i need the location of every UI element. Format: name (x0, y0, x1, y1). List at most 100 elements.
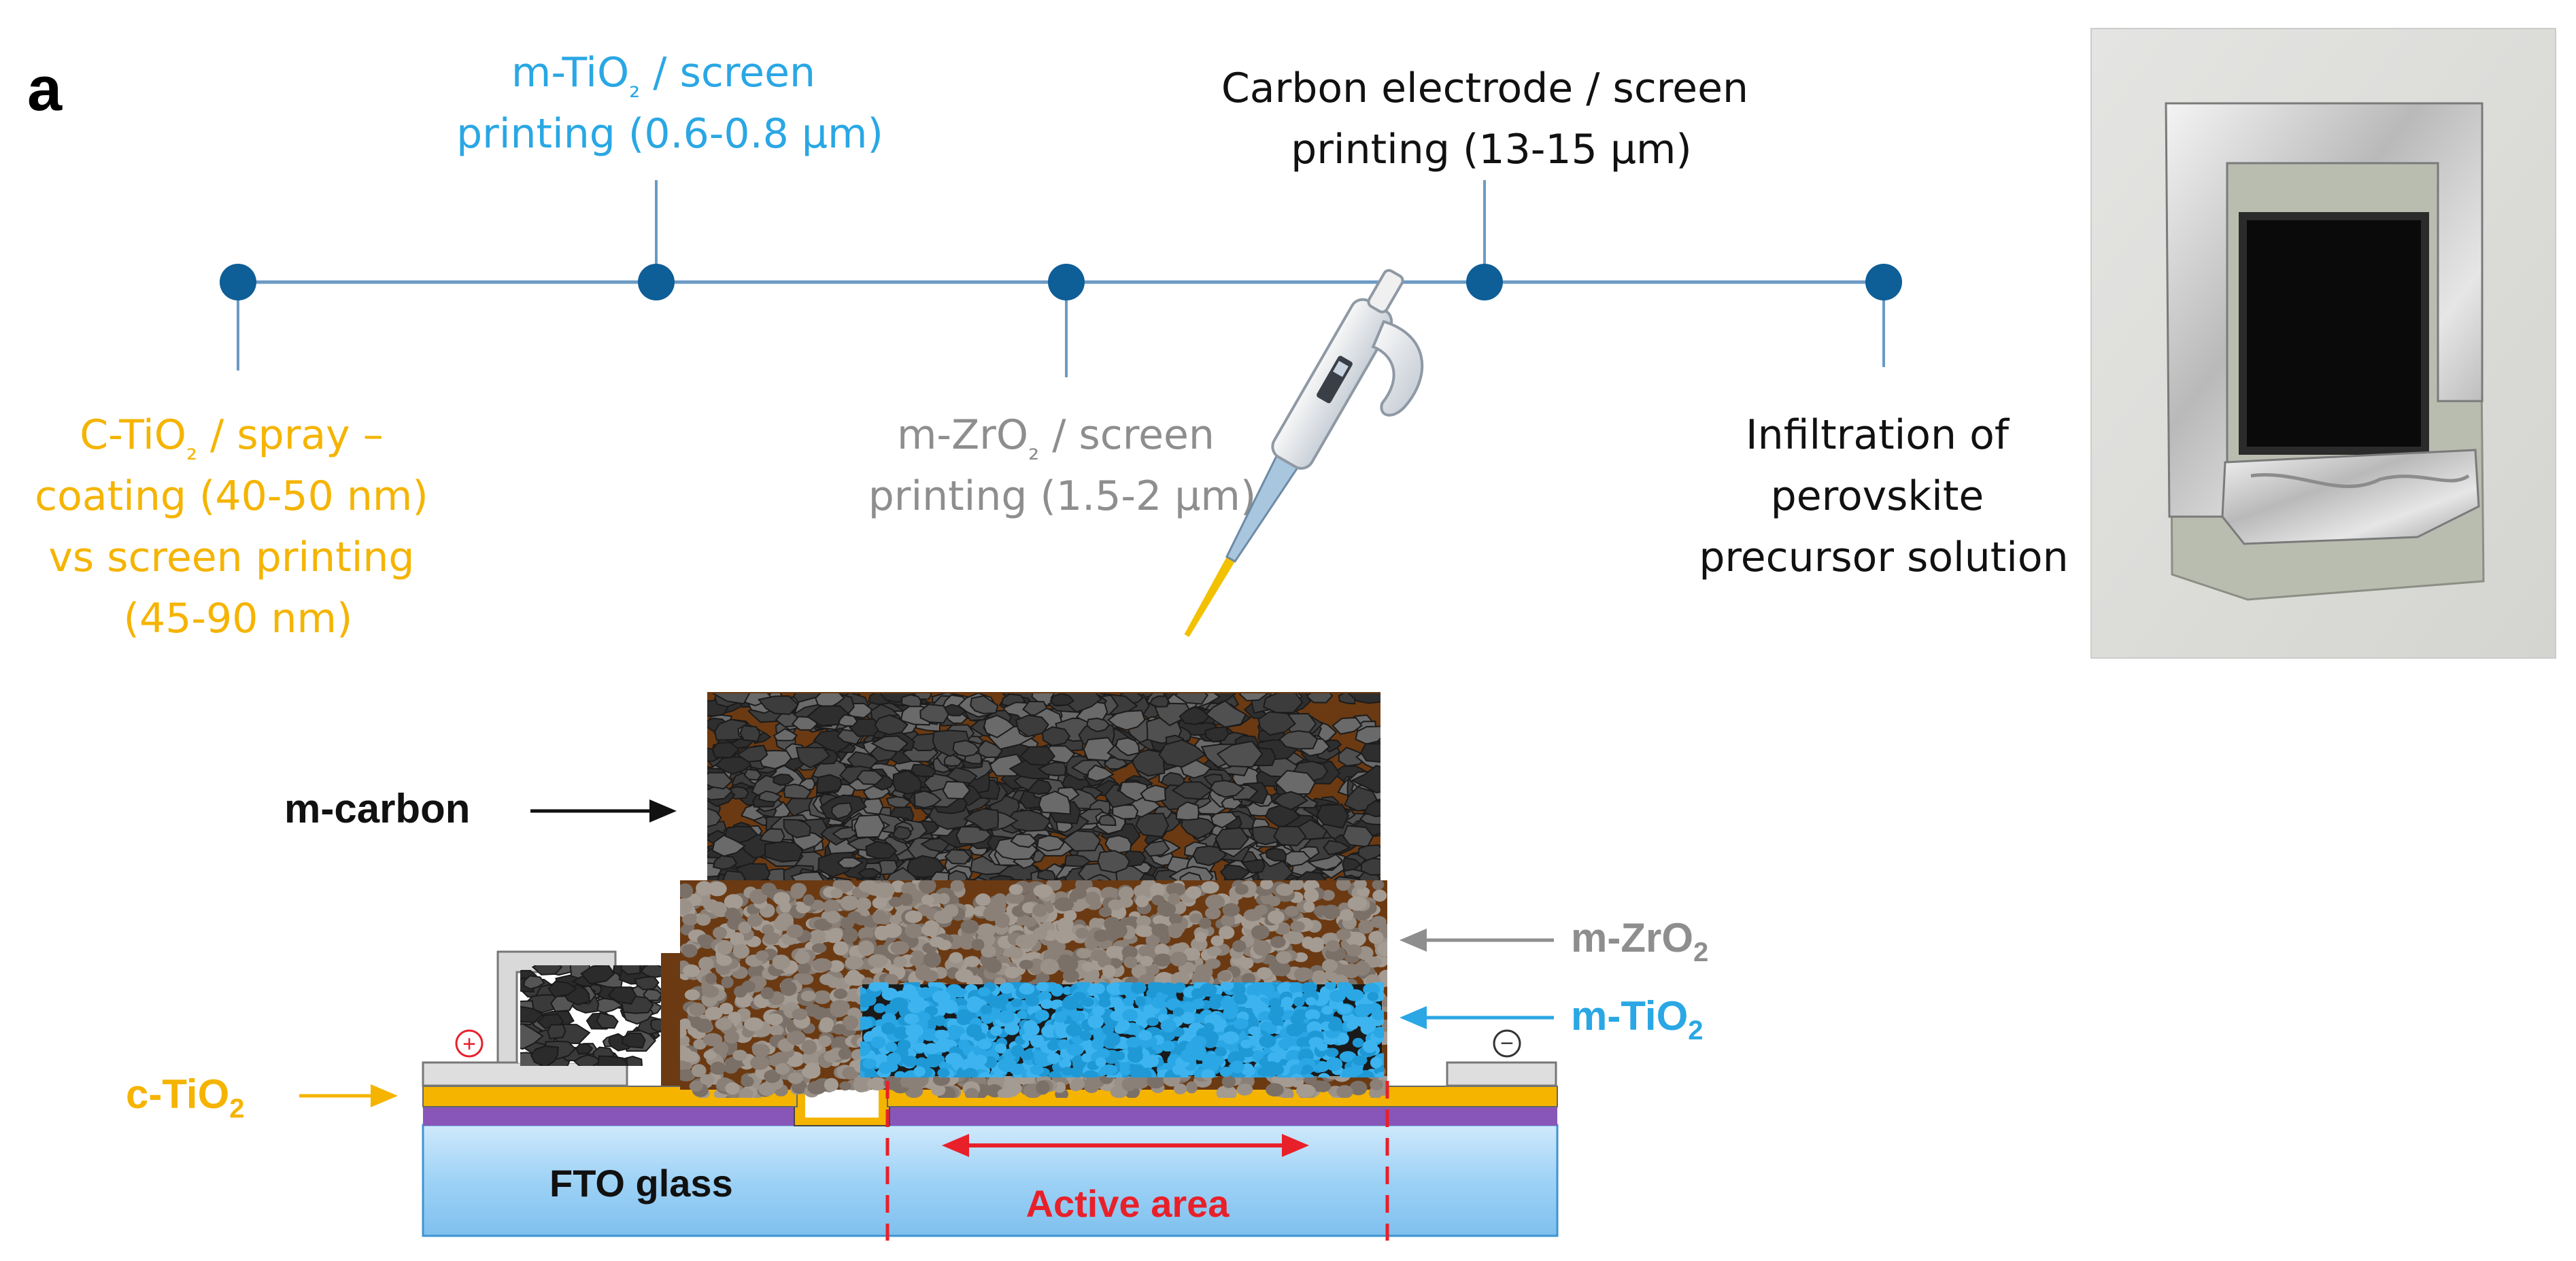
step-4-label: Carbon electrode / screen printing (13-1… (1221, 65, 1761, 173)
carbon-particle (1112, 804, 1139, 820)
zro2-particle (790, 886, 804, 899)
tio2-particle (1212, 1056, 1225, 1066)
zro2-particle (772, 954, 790, 970)
carbon-particle (1257, 711, 1297, 736)
carbon-particle (795, 746, 831, 769)
zro2-particle (1033, 884, 1053, 898)
active-area-label: Active area (1026, 1182, 1230, 1225)
tio2-particle (1070, 1010, 1085, 1022)
carbon-particle (1210, 812, 1238, 829)
carbon-particle (1348, 693, 1380, 704)
zro2-particle (1004, 967, 1021, 979)
zro2-particle (792, 1008, 808, 1020)
elec-particle (523, 975, 545, 990)
tio2-particle (1268, 1064, 1285, 1076)
tio2-particle (1191, 1035, 1207, 1048)
zro2-particle (838, 1048, 852, 1060)
tio2-particle (1151, 996, 1165, 1009)
zro2-particle (853, 1077, 870, 1092)
carbon-particle (1010, 833, 1038, 848)
zro2-particle (1085, 891, 1100, 905)
zro2-particle (883, 923, 902, 938)
tio2-particle (1135, 996, 1146, 1007)
tio2-particle (904, 1013, 919, 1024)
carbon-particle (1107, 710, 1146, 731)
zro2-particle (828, 928, 843, 940)
tio2-particle (1019, 983, 1035, 995)
zro2-particle (794, 950, 811, 965)
tio2-particle (1054, 1011, 1067, 1023)
tio2-particle (1117, 1019, 1130, 1031)
tio2-particle (1111, 997, 1123, 1008)
carbon-particle (1216, 740, 1264, 768)
zro2-particle (1194, 931, 1207, 943)
tio2-particle (1113, 1051, 1125, 1060)
m-carbon-label: m-carbon (284, 786, 470, 831)
zro2-particle (1204, 907, 1221, 920)
zro2-particle (1070, 1077, 1085, 1090)
elec-particle (531, 965, 563, 975)
zro2-particle (1336, 880, 1351, 891)
zro2-particle (1151, 923, 1170, 937)
tio2-particle (897, 1039, 911, 1051)
zro2-particle (1138, 945, 1154, 957)
zro2-particle (732, 1050, 747, 1061)
tio2-particle (1059, 1058, 1072, 1069)
timeline-node (638, 264, 675, 300)
zro2-particle (842, 1067, 859, 1080)
carbon-particle (1135, 812, 1170, 837)
elec-particle (573, 1054, 603, 1066)
tio2-particle (1367, 992, 1379, 1001)
zro2-particle (847, 911, 862, 924)
carbon-particle (1119, 781, 1150, 802)
zro2-particle (828, 960, 845, 973)
tio2-particle (1209, 1000, 1221, 1009)
tio2-particle (1223, 1003, 1239, 1015)
zro2-particle (801, 1039, 817, 1055)
step-2-label: m-TiO₂ / screen printing (0.6-0.8 µm) (456, 49, 883, 158)
tio2-particle (1233, 1018, 1249, 1030)
tio2-particle (1004, 1022, 1020, 1035)
zro2-particle (840, 895, 860, 911)
tio2-particle (881, 1022, 896, 1035)
carbon-particle (1097, 850, 1130, 874)
zro2-particle (904, 910, 923, 923)
zro2-particle (1303, 901, 1315, 913)
zro2-particle (955, 969, 974, 983)
zro2-particle (751, 964, 764, 975)
zro2-particle (691, 1064, 707, 1077)
carbon-particle (1357, 844, 1380, 861)
step-3-label: m-ZrO₂ / screen printing (1.5-2 µm) (868, 411, 1257, 520)
zro2-particle (786, 1031, 806, 1046)
zro2-particle (823, 899, 841, 914)
step-5-label: Infiltration of perovskite precursor sol… (1699, 411, 2068, 581)
carbon-particle (1355, 725, 1380, 745)
tio2-particle (1219, 1067, 1233, 1077)
elec-particle (580, 965, 615, 985)
carbon-particle (1086, 764, 1115, 782)
pipette-icon (1184, 269, 1424, 637)
elec-particle (520, 1023, 544, 1050)
zro2-particle (818, 1035, 832, 1048)
carbon-particle (944, 848, 972, 865)
tio2-particle (1244, 1066, 1255, 1076)
carbon-particle (1363, 800, 1380, 818)
tio2-particle (1025, 995, 1040, 1007)
tio2-particle (934, 1015, 946, 1026)
zro2-particle (680, 1018, 693, 1030)
tio2-particle (1020, 1050, 1034, 1060)
carbon-particle (1140, 784, 1167, 803)
carbon-particle (1316, 804, 1350, 829)
tio2-particle (918, 987, 933, 999)
tio2-particle (1290, 1014, 1304, 1025)
tio2-particle (1034, 1009, 1049, 1022)
zro2-particle (807, 1080, 827, 1094)
zro2-particle (917, 904, 932, 916)
tio2-particle (1308, 1037, 1323, 1048)
carbon-particle (1086, 717, 1111, 733)
zro2-particle (1232, 939, 1247, 952)
tio2-particle (981, 1014, 994, 1024)
tio2-particle (1082, 997, 1095, 1007)
elec-particle (530, 1045, 559, 1066)
tio2-particle (1050, 984, 1064, 997)
